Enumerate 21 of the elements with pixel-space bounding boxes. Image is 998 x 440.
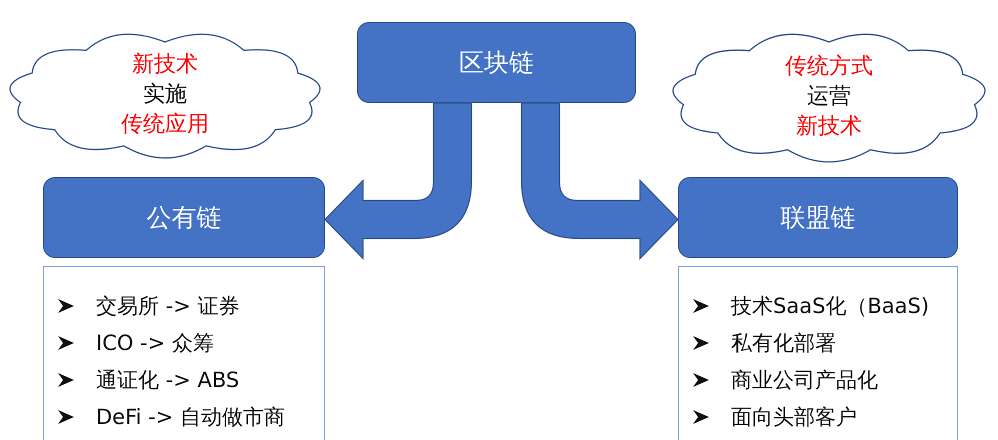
cloud-text: 传统方式 (785, 53, 873, 81)
list-item: 交易所 -> 证券 (96, 292, 240, 320)
title-box: 区块链 (357, 22, 636, 103)
cloud-text: 运营 (807, 83, 851, 111)
cloud-text: 新技术 (796, 113, 862, 141)
list-box (43, 266, 325, 440)
cloud-text: 新技术 (132, 51, 198, 79)
bent-arrow (324, 102, 472, 260)
list-item: 通证化 -> ABS (96, 366, 240, 394)
title-box: 公有链 (43, 177, 325, 258)
list-box (678, 266, 958, 440)
title-box: 联盟链 (678, 177, 958, 258)
bent-arrow (520, 102, 679, 260)
list-item: DeFi -> 自动做市商 (96, 404, 285, 430)
cloud-text: 实施 (143, 81, 187, 109)
list-item: 技术SaaS化（BaaS) (731, 292, 930, 320)
list-item: 面向头部客户 (731, 404, 857, 430)
cloud-text: 传统应用 (121, 111, 209, 139)
list-item: 商业公司产品化 (731, 366, 878, 394)
list-item: ICO -> 众筹 (96, 330, 214, 356)
list-item: 私有化部署 (731, 330, 836, 356)
